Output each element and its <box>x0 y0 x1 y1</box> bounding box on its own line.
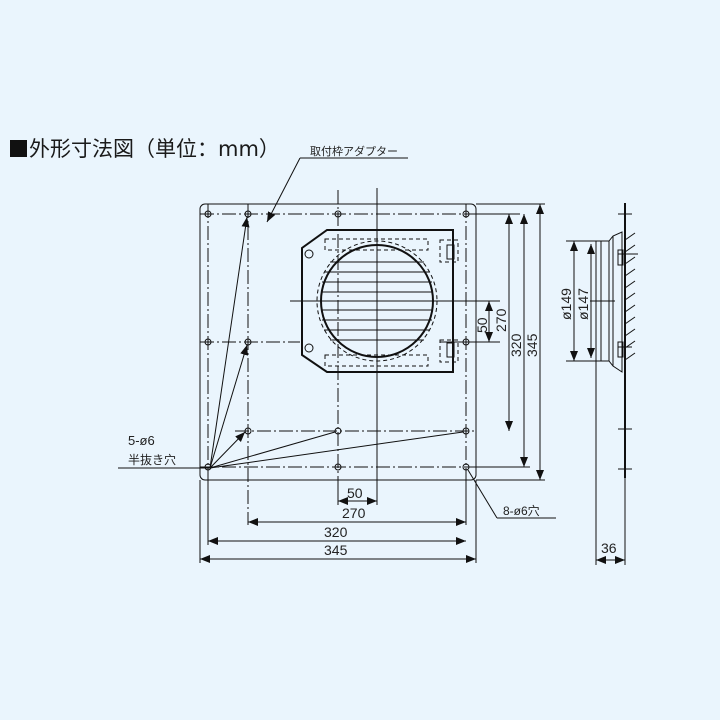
v-dim-345: 345 <box>524 333 540 357</box>
title-text: 外形寸法図（単位：mm） <box>29 137 280 161</box>
v-dim-270: 270 <box>493 308 509 332</box>
vertical-dimensions: 50 270 320 345 <box>474 203 545 481</box>
h-dim-320: 320 <box>324 524 348 540</box>
title-square-marker <box>10 140 27 157</box>
h-dim-270: 270 <box>342 505 366 521</box>
half-punch-holes <box>244 210 470 435</box>
half-punch-desc-label: 半抜き穴 <box>128 452 176 467</box>
adapter-label: 取付枠アダプター <box>310 144 398 158</box>
side-louvers <box>624 232 636 361</box>
mount-holes-leader: 8-ø6穴 <box>467 469 556 519</box>
mount-holes-label: 8-ø6穴 <box>503 503 540 518</box>
side-view: ø149 ø147 36 <box>558 203 638 565</box>
page-title: 外形寸法図（単位：mm） <box>10 133 280 163</box>
v-dim-320: 320 <box>508 333 524 357</box>
adapter-leader: 取付枠アダプター <box>266 144 408 223</box>
side-depth: 36 <box>601 540 617 556</box>
horizontal-dimensions: 50 270 320 345 <box>199 480 477 563</box>
adapter-body <box>301 229 459 373</box>
v-dim-50: 50 <box>474 317 490 333</box>
louvers <box>321 261 433 341</box>
h-dim-50: 50 <box>347 485 363 501</box>
side-diameter-inner: ø147 <box>575 288 591 320</box>
h-dim-345: 345 <box>324 542 348 558</box>
front-view: 5-ø6 半抜き穴 8-ø6穴 50 270 320 345 <box>118 188 556 563</box>
half-punch-count-label: 5-ø6 <box>128 433 155 448</box>
half-punch-leader: 5-ø6 半抜き穴 <box>118 216 464 469</box>
side-diameter-outer: ø149 <box>558 288 574 320</box>
